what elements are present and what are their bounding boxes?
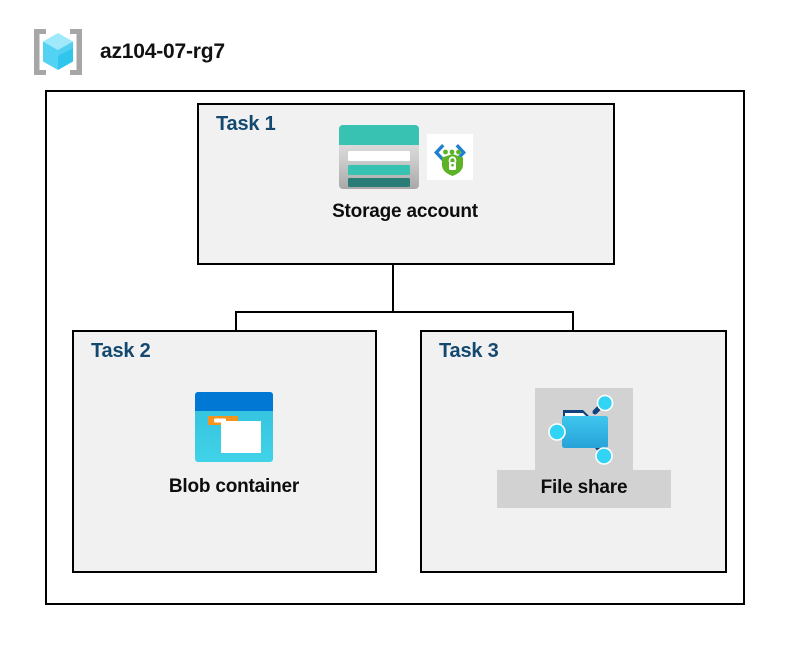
task-label-3: Task 3	[439, 340, 499, 362]
node-blob-container: Blob container	[118, 390, 350, 498]
storage-account-icon	[337, 123, 421, 191]
node-caption-storage-account: Storage account	[332, 201, 478, 222]
node-blob-container-icons	[193, 390, 275, 464]
secure-endpoint-shield-icon	[427, 134, 473, 180]
connector-bus	[235, 311, 574, 313]
connector-trunk	[392, 265, 394, 313]
node-file-share-caption-plate: File share	[496, 470, 672, 508]
resource-group-header: az104-07-rg7	[30, 26, 225, 78]
blob-container-icon	[193, 390, 275, 464]
task-label-2: Task 2	[91, 340, 151, 362]
resource-group-name: az104-07-rg7	[100, 40, 225, 63]
node-caption-blob-container: Blob container	[168, 476, 300, 497]
node-file-share: File share	[468, 388, 700, 508]
node-caption-file-share: File share	[540, 477, 628, 498]
resource-group-cube-icon	[30, 26, 86, 78]
node-file-share-icons	[535, 388, 633, 470]
task-label-1: Task 1	[216, 113, 276, 135]
node-storage-account-icons	[337, 123, 473, 191]
node-storage-account: Storage account	[289, 123, 521, 223]
file-share-icon	[545, 392, 623, 468]
